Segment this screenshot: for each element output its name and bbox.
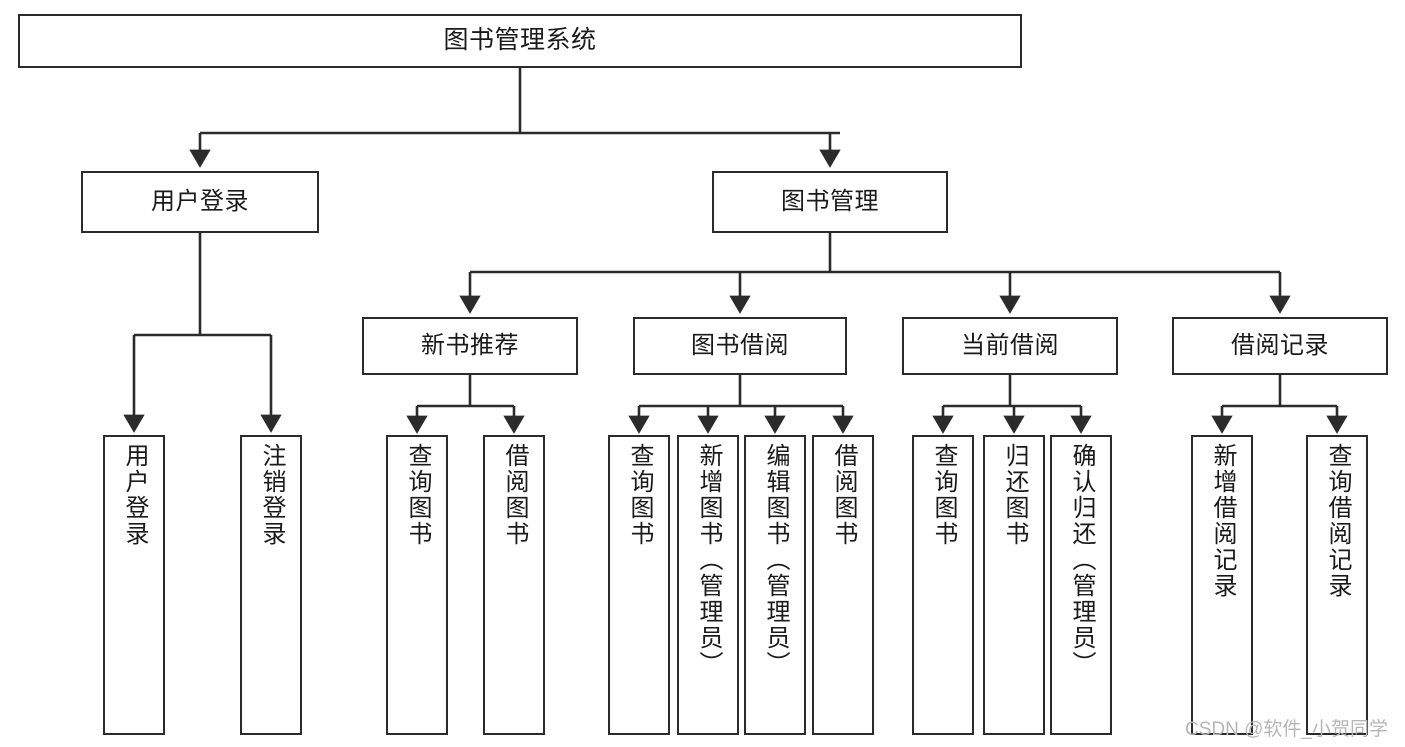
node-label: 归还图书 — [1001, 443, 1028, 547]
node-leaf-lend-book[interactable]: 借阅图书 — [812, 435, 874, 735]
node-label: 查询图书 — [404, 443, 431, 547]
node-leaf-return-book[interactable]: 归还图书 — [983, 435, 1045, 735]
node-label: 图书借阅 — [691, 331, 789, 359]
watermark-text: CSDN @软件_小贺同学 — [1185, 719, 1388, 740]
node-label: 新增借阅记录 — [1209, 443, 1236, 599]
node-leaf-borrow-book-rec[interactable]: 借阅图书 — [483, 435, 545, 735]
edge-borrowrecord-to-leaves — [1211, 375, 1348, 434]
node-label: 编辑图书（管理员） — [762, 443, 789, 677]
node-leaf-add-borrow-record[interactable]: 新增借阅记录 — [1191, 435, 1253, 735]
edge-root-to-level2 — [189, 68, 841, 168]
node-label: 借阅图书 — [501, 443, 528, 547]
node-leaf-edit-book-admin[interactable]: 编辑图书（管理员） — [744, 435, 806, 735]
node-borrow-records[interactable]: 借阅记录 — [1172, 317, 1388, 375]
node-leaf-query-book-current[interactable]: 查询图书 — [912, 435, 974, 735]
node-leaf-confirm-return-admin[interactable]: 确认归还（管理员） — [1050, 435, 1112, 735]
node-label: 查询借阅记录 — [1324, 443, 1351, 599]
node-label: 用户登录 — [151, 187, 249, 215]
node-leaf-add-book-admin[interactable]: 新增图书（管理员） — [677, 435, 739, 735]
node-leaf-query-book-rec[interactable]: 查询图书 — [386, 435, 448, 735]
node-leaf-user-login[interactable]: 用户登录 — [103, 435, 165, 735]
node-label: 注销登录 — [258, 443, 285, 547]
node-user-login[interactable]: 用户登录 — [81, 171, 319, 233]
node-label: 图书管理 — [781, 187, 879, 215]
node-label: 用户登录 — [121, 443, 148, 547]
edge-bookmanage-to-level3 — [459, 233, 1291, 314]
node-label: 借阅记录 — [1231, 331, 1329, 359]
node-label: 查询图书 — [930, 443, 957, 547]
node-book-management[interactable]: 图书管理 — [712, 171, 948, 233]
node-leaf-query-borrow-record[interactable]: 查询借阅记录 — [1306, 435, 1368, 735]
node-label: 确认归还（管理员） — [1068, 443, 1095, 677]
node-label: 新书推荐 — [421, 331, 519, 359]
node-new-book-recommendation[interactable]: 新书推荐 — [362, 317, 578, 375]
node-leaf-user-logout[interactable]: 注销登录 — [240, 435, 302, 735]
node-book-borrowing[interactable]: 图书借阅 — [633, 317, 847, 375]
node-label: 查询图书 — [626, 443, 653, 547]
edge-currentborrow-to-leaves — [932, 375, 1092, 434]
node-label: 图书管理系统 — [443, 26, 597, 55]
node-label: 借阅图书 — [830, 443, 857, 547]
edge-bookborrow-to-leaves — [628, 375, 854, 434]
node-root-system[interactable]: 图书管理系统 — [18, 14, 1022, 68]
edge-newbookrec-to-leaves — [406, 375, 525, 434]
node-label: 新增图书（管理员） — [695, 443, 722, 677]
edge-userlogin-to-leaves — [123, 233, 282, 433]
node-leaf-query-book-borrow[interactable]: 查询图书 — [608, 435, 670, 735]
node-current-borrowing[interactable]: 当前借阅 — [902, 317, 1118, 375]
node-label: 当前借阅 — [961, 331, 1059, 359]
